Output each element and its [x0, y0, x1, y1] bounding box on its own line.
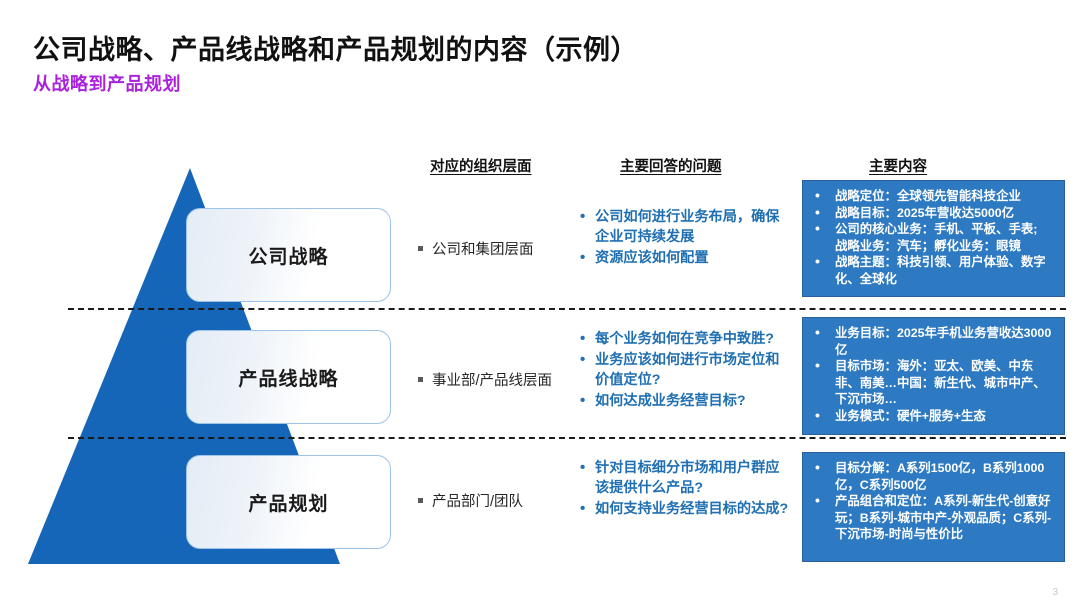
content-list: 目标分解：A系列1500亿，B系列1000亿，C系列500亿产品组合和定位：A系…	[809, 458, 1055, 543]
org-level-row-3: 产品部门/团队	[418, 490, 523, 511]
row-divider-2	[68, 437, 1066, 439]
org-level-row-1: 公司和集团层面	[418, 238, 534, 259]
questions-list: 每个业务如何在竞争中致胜?业务应该如何进行市场定位和价值定位?如何达成业务经营目…	[580, 328, 790, 412]
row-divider-1	[68, 308, 1066, 310]
square-bullet-icon	[418, 246, 423, 251]
content-item: 战略业务：汽车；孵化业务：眼镜	[835, 238, 1021, 253]
content-list: 战略定位：全球领先智能科技企业战略目标：2025年营收达5000亿公司的核心业务…	[809, 186, 1055, 287]
content-item: 业务模式：硬件+服务+生态	[809, 406, 1055, 425]
question-item: 针对目标细分市场和用户群应该提供什么产品?	[580, 457, 790, 498]
pyramid-level-label: 公司战略	[248, 246, 329, 268]
content-box-product-line-strategy: 业务目标：2025年手机业务营收达3000亿目标市场：海外：亚太、欧美、中东非、…	[802, 317, 1065, 435]
question-item: 公司如何进行业务布局，确保企业可持续发展	[580, 206, 790, 247]
content-box-product-planning: 目标分解：A系列1500亿，B系列1000亿，C系列500亿产品组合和定位：A系…	[802, 452, 1065, 562]
org-level-label: 事业部/产品线层面	[432, 373, 553, 389]
page-subtitle: 从战略到产品规划	[33, 74, 181, 94]
questions-block-1: 公司如何进行业务布局，确保企业可持续发展资源应该如何配置	[580, 206, 790, 269]
content-box-company-strategy: 战略定位：全球领先智能科技企业战略目标：2025年营收达5000亿公司的核心业务…	[802, 180, 1065, 297]
pyramid-level-label: 产品规划	[248, 493, 329, 515]
page-title: 公司战略、产品线战略和产品规划的内容（示例）	[33, 35, 638, 65]
column-header-questions: 主要回答的问题	[620, 159, 722, 175]
pyramid-level-company-strategy[interactable]: 公司战略	[186, 208, 391, 302]
questions-list: 公司如何进行业务布局，确保企业可持续发展资源应该如何配置	[580, 206, 790, 269]
content-item: 产品组合和定位：A系列-新生代-创意好玩；B系列-城市中产-外观品质；C系列-下…	[809, 491, 1055, 543]
question-item: 资源应该如何配置	[580, 247, 790, 268]
content-item: 目标市场：海外：亚太、欧美、中东非、南美…中国：新生代、城市中产、下沉市场…	[809, 356, 1055, 408]
org-level-label: 产品部门/团队	[432, 494, 524, 510]
content-item: 公司的核心业务：手机、平板、手表;	[809, 219, 1055, 238]
question-item: 业务应该如何进行市场定位和价值定位?	[580, 349, 790, 390]
square-bullet-icon	[418, 377, 423, 382]
page-number: 3	[1052, 587, 1058, 598]
questions-block-2: 每个业务如何在竞争中致胜?业务应该如何进行市场定位和价值定位?如何达成业务经营目…	[580, 328, 790, 413]
square-bullet-icon	[418, 498, 423, 503]
org-level-row-2: 事业部/产品线层面	[418, 369, 552, 390]
pyramid-level-product-planning[interactable]: 产品规划	[186, 455, 391, 549]
questions-list: 针对目标细分市场和用户群应该提供什么产品?如何支持业务经营目标的达成?	[580, 457, 790, 520]
question-item: 如何达成业务经营目标?	[580, 390, 790, 411]
content-item: 战略定位：全球领先智能科技企业	[809, 186, 1055, 205]
column-header-org: 对应的组织层面	[430, 159, 532, 175]
content-item: 目标分解：A系列1500亿，B系列1000亿，C系列500亿	[809, 458, 1055, 493]
content-list: 业务目标：2025年手机业务营收达3000亿目标市场：海外：亚太、欧美、中东非、…	[809, 323, 1055, 425]
questions-block-3: 针对目标细分市场和用户群应该提供什么产品?如何支持业务经营目标的达成?	[580, 457, 790, 520]
question-item: 如何支持业务经营目标的达成?	[580, 498, 790, 519]
question-item: 每个业务如何在竞争中致胜?	[580, 328, 790, 349]
org-level-label: 公司和集团层面	[432, 242, 534, 258]
pyramid-level-label: 产品线战略	[238, 368, 339, 390]
content-item: 战略主题：科技引领、用户体验、数字化、全球化	[809, 252, 1055, 287]
content-item: 战略目标：2025年营收达5000亿	[809, 203, 1055, 222]
content-item: 业务目标：2025年手机业务营收达3000亿	[809, 323, 1055, 358]
column-header-content: 主要内容	[869, 159, 927, 175]
pyramid-level-product-line-strategy[interactable]: 产品线战略	[186, 330, 391, 424]
